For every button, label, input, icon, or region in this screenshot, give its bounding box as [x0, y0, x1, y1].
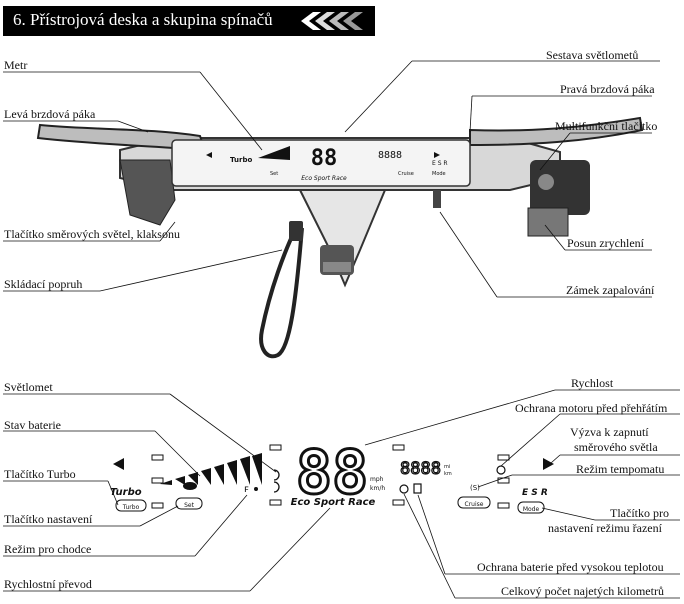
hb-set: Set	[270, 171, 278, 177]
hb-turbo: Turbo	[230, 156, 252, 164]
label-zamek-zapalovani: Zámek zapalování	[566, 283, 655, 297]
label-leva-brzdova-paka: Levá brzdová páka	[4, 107, 96, 121]
label-ochrana-motoru: Ochrana motoru před přehřátím	[515, 401, 668, 415]
label-prava-brzdova-paka: Pravá brzdová páka	[560, 82, 655, 96]
headlight-icon	[273, 469, 280, 493]
speed-digits: 88	[296, 438, 368, 508]
label-ochrana-baterie: Ochrana baterie před vysokou teplotou	[477, 560, 664, 574]
label-rychlost: Rychlost	[571, 376, 614, 390]
hb-mode: Mode	[432, 171, 446, 177]
mode-text: Eco Sport Race	[291, 497, 376, 508]
hb-speed: 88	[311, 146, 338, 171]
odo-unit-mi: mi	[444, 464, 450, 470]
hb-esr: E S R	[432, 160, 448, 167]
hb-cruise: Cruise	[398, 171, 414, 177]
label-tlacitko-nastaveni: Tlačítko nastavení	[4, 512, 93, 526]
label-svetlomet: Světlomet	[4, 380, 53, 394]
label-sestava-svetlometu: Sestava světlometů	[546, 48, 639, 62]
label-vyzva-2: směrového světla	[574, 440, 658, 454]
turbo-text: Turbo	[110, 487, 142, 498]
label-rezim-tempomatu: Režim tempomatu	[576, 462, 665, 476]
label-posun-zrychleni: Posun zrychlení	[567, 236, 644, 250]
hb-modes: Eco Sport Race	[301, 175, 347, 182]
label-vyzva-1: Výzva k zapnutí	[570, 425, 649, 439]
label-tlacitko-smerovych: Tlačítko směrových světel, klaksonu	[4, 227, 180, 241]
hb-odo: 8888	[378, 150, 402, 161]
label-rychlostni-prevod: Rychlostní převod	[4, 577, 92, 591]
label-celkovy-pocet: Celkový počet najetých kilometrů	[501, 584, 664, 598]
section-title: 6. Přístrojová deska a skupina spínačů	[13, 10, 273, 29]
label-tlacitko-pro-1: Tlačítko pro	[610, 506, 669, 520]
chevrons-icon	[301, 12, 363, 30]
svg-text:ꜰ: ꜰ	[244, 484, 249, 495]
speed-unit-kmh: km/h	[370, 485, 385, 492]
svg-text:(S): (S)	[470, 484, 480, 492]
esr-text: E S R	[522, 488, 548, 498]
section-header: 6. Přístrojová deska a skupina spínačů	[3, 6, 375, 36]
odo-digits: 8888	[400, 459, 441, 479]
label-tlacitko-turbo: Tlačítko Turbo	[4, 467, 76, 481]
turbo-button: Turbo	[122, 504, 140, 511]
label-multifunkcni-tlacitko: Multifunkční tlačítko	[555, 119, 658, 133]
odo-unit-km: km	[444, 471, 452, 477]
label-rezim-pro-chodce: Režim pro chodce	[4, 542, 92, 556]
label-metr: Metr	[4, 58, 28, 72]
set-button: Set	[184, 502, 195, 509]
label-tlacitko-pro-2: nastavení režimu řazení	[548, 521, 662, 535]
label-skladaci-popruh: Skládací popruh	[4, 277, 83, 291]
speed-unit-mph: mph	[370, 476, 384, 483]
cruise-button: Cruise	[465, 501, 484, 508]
label-stav-baterie: Stav baterie	[4, 418, 61, 432]
mode-button: Mode	[523, 506, 540, 513]
